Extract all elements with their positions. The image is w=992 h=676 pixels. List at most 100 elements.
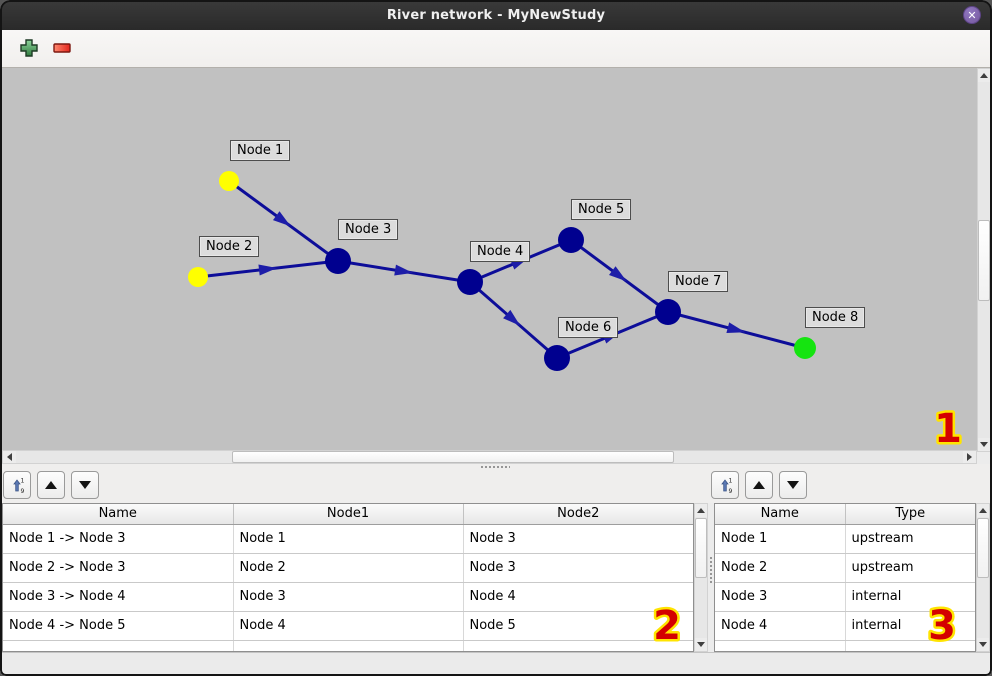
node-node-2[interactable]: [188, 267, 208, 287]
scroll-up-button[interactable]: [977, 504, 989, 517]
window-title: River network - MyNewStudy: [386, 7, 606, 23]
horizontal-splitter-handle[interactable]: [480, 465, 510, 470]
table-cell[interactable]: Node 2: [233, 553, 464, 583]
table-cell[interactable]: Node 3: [463, 553, 693, 583]
node-node-6[interactable]: [544, 345, 570, 371]
table-cell[interactable]: Node 1 -> Node 3: [3, 524, 234, 554]
table-cell: [715, 640, 846, 651]
up-arrow-icon: [697, 508, 705, 513]
node-node-5[interactable]: [558, 227, 584, 253]
svg-text:9: 9: [729, 488, 733, 494]
table-cell[interactable]: internal: [845, 611, 975, 641]
down-arrow-icon: [697, 642, 705, 647]
scroll-up-button[interactable]: [978, 69, 990, 82]
table-cell[interactable]: Node 1: [233, 524, 464, 554]
title-bar[interactable]: River network - MyNewStudy ✕: [0, 0, 992, 30]
scroll-up-button[interactable]: [695, 504, 707, 517]
column-header-node2[interactable]: Node2: [463, 504, 693, 525]
table-cell[interactable]: Node 1: [715, 524, 846, 554]
vertical-splitter-handle[interactable]: [709, 556, 714, 584]
table-cell[interactable]: Node 3: [233, 582, 464, 612]
table-cell[interactable]: Node 3 -> Node 4: [3, 582, 234, 612]
scroll-down-button[interactable]: [978, 438, 990, 451]
table-cell[interactable]: upstream: [845, 524, 975, 554]
table-cell[interactable]: Node 3: [715, 582, 846, 612]
node-label-node-8: Node 8: [805, 307, 866, 328]
table-cell[interactable]: Node 4: [715, 611, 846, 641]
table-cell: [3, 640, 234, 651]
sort-button[interactable]: 1 9: [711, 471, 739, 499]
triangle-down-icon: [79, 481, 91, 489]
table-row-partial: [3, 640, 693, 651]
column-header-name[interactable]: Name: [715, 504, 846, 525]
move-up-button[interactable]: [745, 471, 773, 499]
table-cell[interactable]: Node 3: [463, 524, 693, 554]
status-strip: [2, 652, 990, 674]
add-button[interactable]: [17, 36, 41, 60]
hscroll-handle[interactable]: [232, 451, 674, 463]
node-label-node-4: Node 4: [470, 241, 531, 262]
nodes-table-vscrollbar[interactable]: [976, 503, 990, 652]
table-cell[interactable]: Node 4: [233, 611, 464, 641]
table-cell[interactable]: upstream: [845, 553, 975, 583]
node-label-node-1: Node 1: [230, 140, 291, 161]
bottom-panel: [0, 464, 992, 503]
node-node-1[interactable]: [219, 171, 239, 191]
node-label-node-3: Node 3: [338, 219, 399, 240]
main-toolbar: [0, 30, 992, 91]
node-node-3[interactable]: [325, 248, 351, 274]
arrowhead-icon: [726, 322, 746, 334]
remove-button[interactable]: [50, 36, 74, 60]
links-table-vscrollbar[interactable]: [694, 503, 708, 652]
move-up-button[interactable]: [37, 471, 65, 499]
node-node-8[interactable]: [794, 337, 816, 359]
table-cell[interactable]: Node 2 -> Node 3: [3, 553, 234, 583]
canvas-vscrollbar[interactable]: [977, 68, 991, 452]
node-label-node-5: Node 5: [571, 199, 632, 220]
scroll-down-button[interactable]: [977, 638, 989, 651]
table-cell[interactable]: Node 4 -> Node 5: [3, 611, 234, 641]
column-header-node1[interactable]: Node1: [233, 504, 464, 525]
table-cell[interactable]: internal: [845, 582, 975, 612]
table-cell[interactable]: Node 2: [715, 553, 846, 583]
svg-text:1: 1: [729, 477, 733, 484]
vscroll-handle[interactable]: [695, 518, 707, 578]
table-cell[interactable]: Node 5: [463, 611, 693, 641]
vscroll-handle[interactable]: [977, 518, 989, 578]
sort-icon: 1 9: [721, 477, 733, 494]
vscroll-handle[interactable]: [978, 220, 990, 301]
arrowhead-icon: [394, 264, 413, 276]
column-header-name[interactable]: Name: [3, 504, 234, 525]
table-row-partial: [715, 640, 975, 651]
scroll-left-button[interactable]: [3, 451, 16, 463]
arrowhead-icon: [272, 211, 291, 227]
node-node-7[interactable]: [655, 299, 681, 325]
triangle-down-icon: [787, 481, 799, 489]
move-down-button[interactable]: [71, 471, 99, 499]
sort-button[interactable]: 1 9: [3, 471, 31, 499]
node-node-4[interactable]: [457, 269, 483, 295]
scroll-right-button[interactable]: [963, 451, 976, 463]
column-header-type[interactable]: Type: [845, 504, 975, 525]
move-down-button[interactable]: [779, 471, 807, 499]
up-arrow-icon: [980, 73, 988, 78]
canvas-hscrollbar[interactable]: [2, 450, 977, 464]
sort-icon: 1 9: [13, 477, 25, 494]
close-button[interactable]: ✕: [963, 6, 981, 24]
scroll-down-button[interactable]: [695, 638, 707, 651]
table-cell[interactable]: Node 4: [463, 582, 693, 612]
